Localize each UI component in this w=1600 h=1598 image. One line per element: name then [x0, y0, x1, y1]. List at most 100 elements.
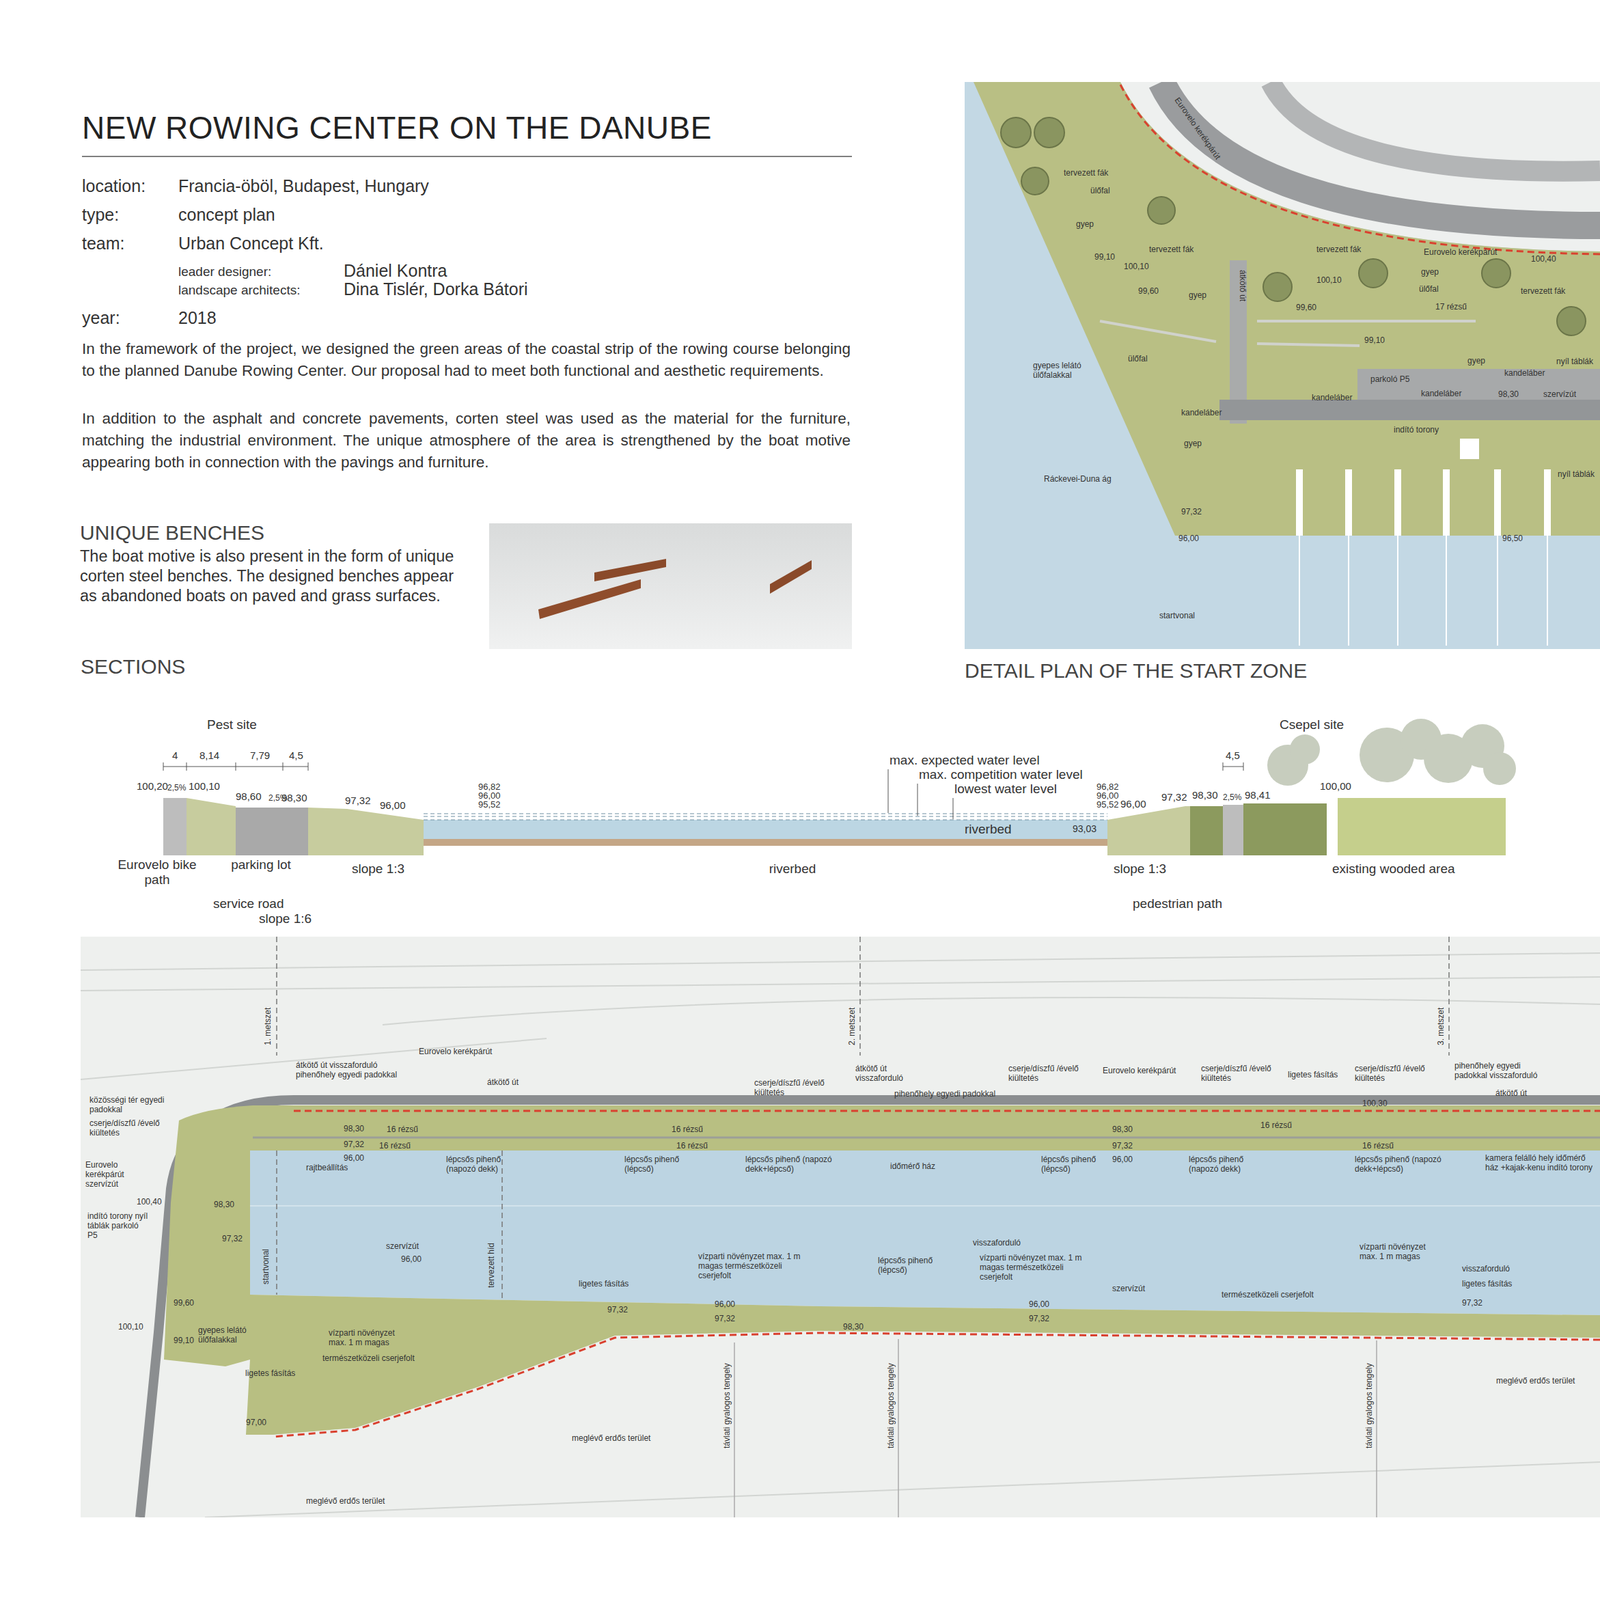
- detail-plan-label: 100,10: [1123, 261, 1150, 272]
- section-label: 98,30: [281, 791, 308, 805]
- detail-plan: [964, 81, 1600, 650]
- site-plan-label: 98,30: [843, 1321, 864, 1332]
- detail-plan-label: gyep: [1076, 219, 1094, 229]
- site-plan-label: 96,00: [1028, 1299, 1050, 1309]
- detail-plan-label: Ráckevei-Duna ág: [1043, 474, 1112, 484]
- site-plan-label: közösségi tér egyedi padokkal: [89, 1095, 179, 1115]
- site-plan-label: cserje/díszfű /évelő kiültetés: [89, 1118, 179, 1138]
- site-plan-label: 16 rézsű: [1260, 1120, 1292, 1130]
- site-plan-label: átkötő út visszaforduló pihenőhely egyed…: [295, 1060, 416, 1080]
- site-plan-label: távlati gyalogos tengely: [1364, 1362, 1374, 1449]
- site-plan-label: Eurovelo kerékpárút: [418, 1046, 492, 1057]
- detail-plan-label: Eurovelo kerékpárút: [1172, 95, 1223, 162]
- section-label: 4: [172, 749, 178, 762]
- section-label: 8,14: [199, 749, 220, 762]
- info-text: Dina Tislér, Dorka Bátori: [343, 279, 529, 300]
- site-plan-label: pihenőhely egyedi padokkal visszaforduló: [1454, 1060, 1551, 1081]
- section-label: lowest water level: [954, 781, 1057, 797]
- section-label: riverbed: [964, 821, 1012, 837]
- section-label: service road: [213, 896, 285, 912]
- site-plan-label: ligetes fásítás: [245, 1368, 296, 1378]
- site-plan-label: természetközeli cserjefolt: [1221, 1289, 1314, 1300]
- section-label: 98,41: [1244, 789, 1271, 802]
- site-plan-label: lépcsős pihenő (lépcső): [877, 1255, 940, 1275]
- site-plan-label: 97,32: [343, 1139, 365, 1150]
- section-label: max. expected water level: [889, 752, 1040, 768]
- detail-plan-label: gyepes lelátó ülőfalakkal: [1032, 360, 1109, 380]
- site-plan-label: lépcsős pihenő (lépcső): [624, 1154, 686, 1174]
- detail-plan-label: 99,60: [1138, 286, 1159, 296]
- detail-plan-label: ülőfal: [1418, 284, 1439, 294]
- site-plan-label: 97,00: [245, 1417, 267, 1428]
- section-label: 98,60: [235, 790, 262, 803]
- site-plan-label: vízparti növényzet max. 1 m magas: [1359, 1242, 1442, 1262]
- section-label: parking lot: [223, 857, 299, 873]
- info-text: concept plan: [178, 204, 276, 226]
- site-plan-label: ligetes fásítás: [1287, 1069, 1338, 1080]
- site-plan-label: 98,30: [1112, 1124, 1133, 1135]
- detail-plan-label: kandeláber: [1421, 388, 1462, 399]
- site-plan: [80, 936, 1600, 1518]
- site-plan-label: Eurovelo kerékpárút: [1102, 1065, 1176, 1076]
- section-label: 4,5: [1225, 749, 1240, 762]
- section-label: Eurovelo bike path: [109, 857, 205, 889]
- site-plan-label: 96,00: [401, 1254, 422, 1264]
- detail-plan-label: 100,40: [1530, 254, 1557, 264]
- site-plan-label: cserje/díszfű /évelő kiültetés: [1008, 1063, 1084, 1083]
- section-label: 96,00: [1120, 797, 1147, 811]
- site-plan-label: vízparti növényzet max. 1 m magas termés…: [698, 1251, 801, 1281]
- detail-plan-label: tervezett fák: [1149, 244, 1194, 255]
- detail-plan-label: átkötő út: [1237, 269, 1248, 302]
- detail-plan-label: ülőfal: [1090, 185, 1111, 196]
- site-plan-label: vízparti növényzet max. 1 m magas: [328, 1328, 411, 1348]
- detail-plan-label: 96,50: [1502, 533, 1523, 544]
- site-plan-label: ligetes fásítás: [1461, 1278, 1512, 1289]
- detail-plan-label: gyep: [1188, 290, 1207, 300]
- info-text: team:: [81, 233, 126, 255]
- site-plan-label: távlati gyalogos tengely: [722, 1362, 732, 1449]
- detail-plan-label: startvonal: [1159, 610, 1195, 621]
- site-plan-label: 96,00: [343, 1153, 365, 1163]
- section-label: 93,03: [1072, 823, 1097, 835]
- site-plan-label: vízparti növényzet max. 1 m magas termés…: [979, 1252, 1083, 1282]
- section-label: max. competition water level: [918, 767, 1083, 783]
- section-label: 2,5%: [167, 782, 186, 793]
- site-plan-label: 100,40: [136, 1196, 162, 1207]
- detail-plan-label: indító torony: [1393, 424, 1439, 435]
- detail-plan-label: szervízút: [1543, 389, 1577, 399]
- site-plan-label: 97,32: [1112, 1140, 1133, 1151]
- site-plan-label: 100,30: [1362, 1098, 1388, 1109]
- section-label: Csepel site: [1279, 717, 1344, 733]
- site-plan-label: 16 rézsű: [676, 1140, 708, 1151]
- info-text: type:: [81, 204, 119, 226]
- site-plan-label: 16 rézsű: [671, 1124, 703, 1135]
- site-plan-label: szervízút: [385, 1241, 419, 1251]
- site-plan-label: 97,32: [1461, 1298, 1483, 1308]
- detail-plan-label: gyep: [1467, 355, 1486, 366]
- site-plan-label: időmérő ház: [890, 1161, 936, 1171]
- site-plan-label: 16 rézsű: [386, 1124, 419, 1135]
- detail-plan-label: tervezett fák: [1520, 286, 1566, 296]
- site-plan-label: 2. metszet: [847, 1007, 857, 1046]
- site-plan-label: átkötő út: [1495, 1088, 1527, 1098]
- site-plan-label: 97,32: [1028, 1313, 1050, 1324]
- info-text: Urban Concept Kft.: [178, 233, 324, 255]
- site-plan-label: visszaforduló: [972, 1237, 1021, 1248]
- info-text: Francia-öböl, Budapest, Hungary: [178, 176, 430, 197]
- detail-plan-label: 99,60: [1295, 302, 1317, 313]
- site-plan-label: cserje/díszfű /évelő kiültetés: [754, 1078, 830, 1098]
- detail-plan-label: gyep: [1421, 267, 1439, 277]
- site-plan-label: meglévő erdős terület: [306, 1496, 385, 1506]
- site-plan-label: 98,30: [213, 1199, 235, 1210]
- detail-plan-label: 96,00: [1178, 533, 1199, 544]
- site-plan-label: 98,30: [343, 1123, 365, 1134]
- detail-plan-label: tervezett fák: [1316, 244, 1361, 255]
- detail-plan-label: gyep: [1183, 438, 1202, 449]
- detail-plan-label: 99,10: [1364, 335, 1385, 346]
- site-plan-label: ligetes fásítás: [578, 1278, 629, 1289]
- detail-plan-label: kandeláber: [1311, 392, 1353, 403]
- site-plan-label: gyepes lelátó ülőfalakkal: [198, 1325, 250, 1345]
- info-text: location:: [81, 176, 146, 197]
- section-label: slope 1:3: [1113, 861, 1167, 877]
- site-plan-label: 97,32: [222, 1233, 243, 1244]
